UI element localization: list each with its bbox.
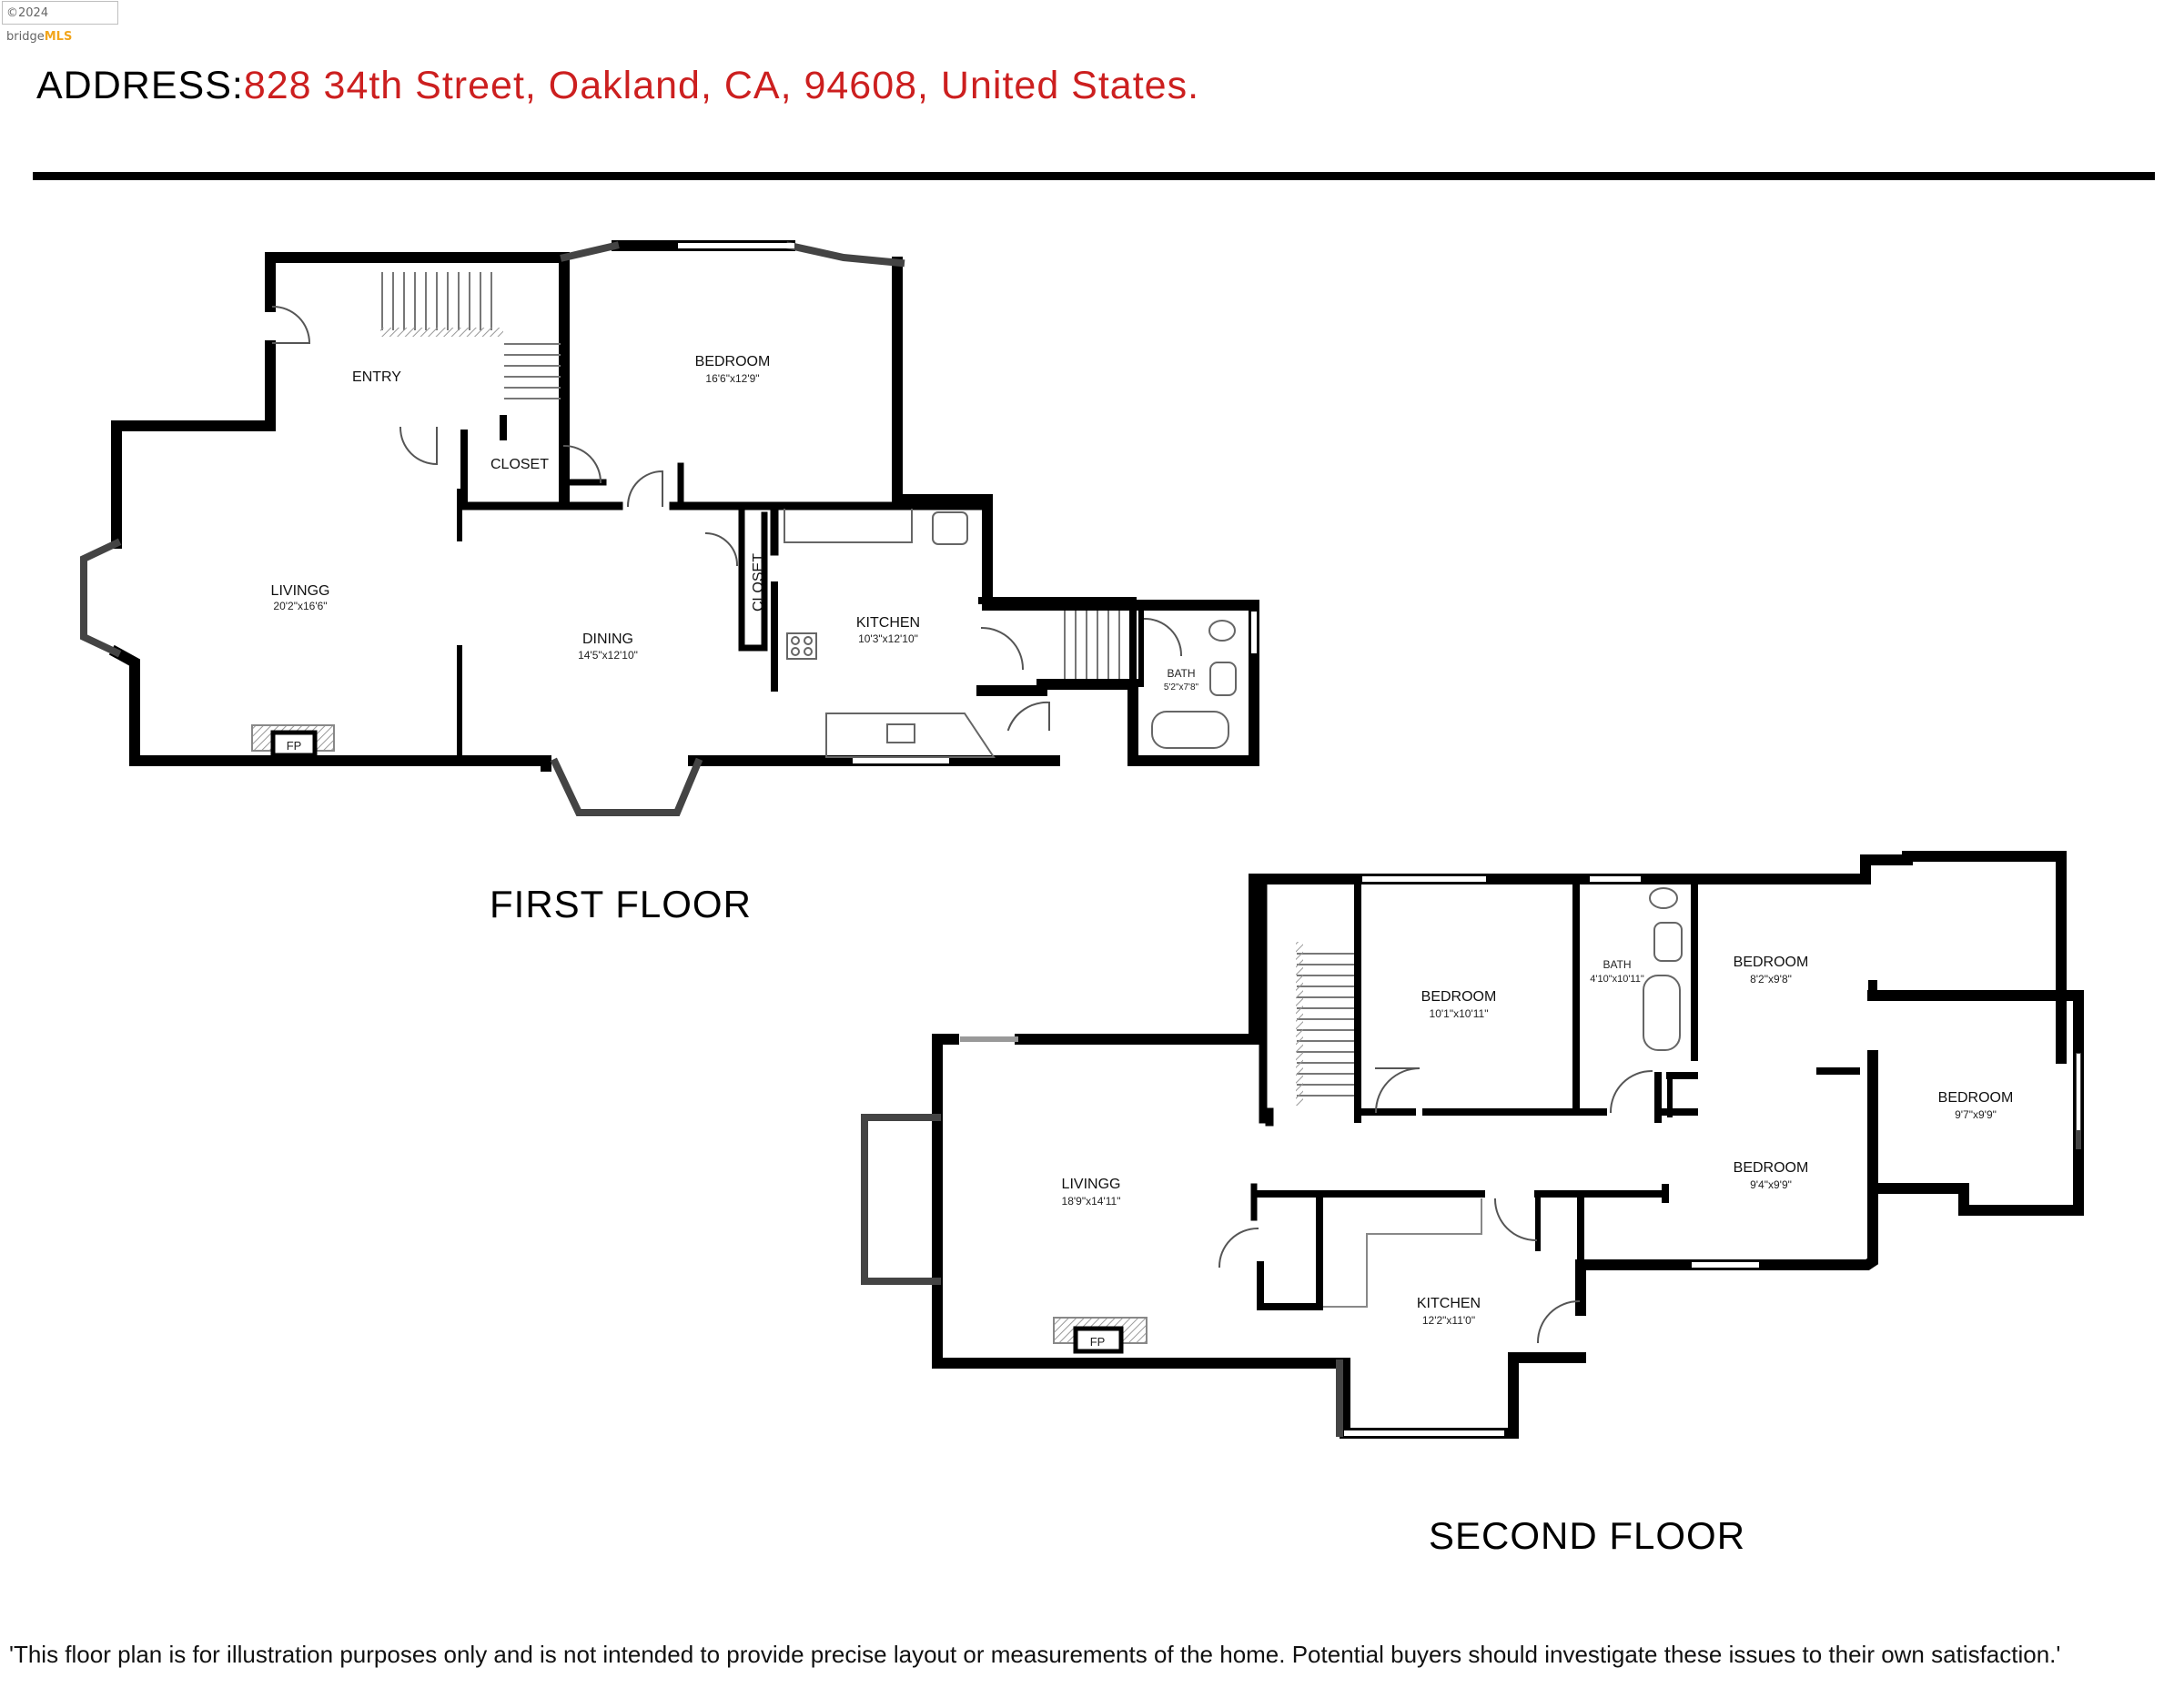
bay-window	[560, 241, 620, 262]
stairs	[381, 272, 1120, 679]
address-line: ADDRESS:828 34th Street, Oakland, CA, 94…	[36, 64, 1199, 108]
wall-exterior	[1015, 851, 2067, 1064]
wall-exterior	[892, 257, 1259, 766]
room-dim-bath: 4'10"x10'11"	[1590, 974, 1644, 985]
room-label-closet-vertical: CLOSET	[751, 553, 766, 612]
stair-rail	[1296, 942, 1303, 1106]
bay-window	[550, 757, 703, 816]
fireplace-box	[270, 730, 318, 758]
room-label-living: LIVINGG	[271, 583, 330, 599]
bath-fixtures	[1643, 887, 1683, 1051]
room-dim-living: 20'2"x16'6"	[273, 600, 327, 612]
room-label-bath: BATH	[1603, 958, 1631, 971]
room-label-bedroom: BEDROOM	[695, 354, 771, 369]
room-dim-kitchen: 10'3"x12'10"	[858, 632, 918, 645]
room-dim-bedroom: 10'1"x10'11"	[1430, 1007, 1489, 1020]
kitchen-fixtures	[784, 509, 996, 758]
room-label-closet: CLOSET	[490, 457, 549, 472]
stairs	[1297, 953, 1354, 1097]
room-dim-bedroom: 8'2"x9'8"	[1750, 973, 1792, 986]
header-divider	[33, 172, 2155, 180]
watermark-text: ©2024 bridge	[6, 6, 49, 44]
mls-logo: MLS	[44, 30, 73, 44]
bay-window	[785, 241, 905, 268]
first-floor-labels: ENTRY CLOSET BEDROOM 16'6"x12'9" LIVINGG…	[271, 354, 1199, 753]
room-label-kitchen: KITCHEN	[1417, 1296, 1481, 1311]
room-dim-kitchen: 12'2"x11'0"	[1422, 1314, 1475, 1327]
address-value: 828 34th Street, Oakland, CA, 94608, Uni…	[243, 64, 1200, 107]
room-label-bedroom: BEDROOM	[1734, 1160, 1809, 1176]
wall-exterior	[111, 340, 276, 549]
address-label: ADDRESS:	[36, 64, 244, 107]
doors	[271, 305, 1183, 732]
second-floor-title: SECOND FLOOR	[1429, 1514, 1746, 1557]
disclaimer-text: 'This floor plan is for illustration pur…	[9, 1641, 2061, 1668]
stair-landing	[380, 328, 503, 337]
room-label-bedroom: BEDROOM	[1734, 955, 1809, 970]
second-floor-labels: BEDROOM 10'1"x10'11" BATH 4'10"x10'11" B…	[1062, 955, 2014, 1349]
room-label-kitchen: KITCHEN	[856, 615, 920, 631]
kitchen-counter	[1323, 1198, 1482, 1308]
wall-exterior	[1575, 1050, 1878, 1316]
second-floor-plan	[861, 851, 2084, 1439]
room-label-bedroom: BEDROOM	[1938, 1090, 2014, 1106]
wall-interior	[669, 501, 779, 556]
fireplace-label: FP	[287, 739, 302, 753]
wall-exterior	[265, 252, 570, 508]
room-dim-dining: 14'5"x12'10"	[578, 649, 638, 662]
doors	[1218, 1067, 1653, 1344]
room-dim-living: 18'9"x14'11"	[1062, 1195, 1121, 1208]
bath-fixtures	[1151, 620, 1237, 749]
room-dim-bath: 5'2"x7'8"	[1164, 682, 1199, 692]
bay-window	[80, 538, 122, 658]
room-label-living: LIVINGG	[1062, 1177, 1121, 1192]
wall-interior	[738, 506, 768, 652]
room-label-entry: ENTRY	[352, 369, 401, 385]
first-floor-plan	[80, 240, 1259, 816]
wall-interior	[1257, 1196, 1323, 1310]
wall-exterior	[108, 644, 551, 772]
wall-interior	[978, 597, 1137, 688]
mls-watermark: ©2024 bridgeMLS	[2, 1, 118, 44]
bay-window	[861, 1114, 941, 1285]
fireplace-label: FP	[1090, 1335, 1106, 1349]
room-dim-bedroom: 16'6"x12'9"	[705, 372, 759, 385]
fireplace-box	[1073, 1326, 1124, 1354]
room-label-bedroom: BEDROOM	[1421, 989, 1497, 1005]
room-dim-bedroom: 9'4"x9'9"	[1750, 1178, 1792, 1191]
wall-exterior	[932, 1034, 959, 1046]
room-label-dining: DINING	[582, 632, 633, 647]
room-label-bath: BATH	[1167, 667, 1195, 680]
first-floor-title: FIRST FLOOR	[490, 883, 752, 925]
room-dim-bedroom: 9'7"x9'9"	[1955, 1108, 1997, 1121]
